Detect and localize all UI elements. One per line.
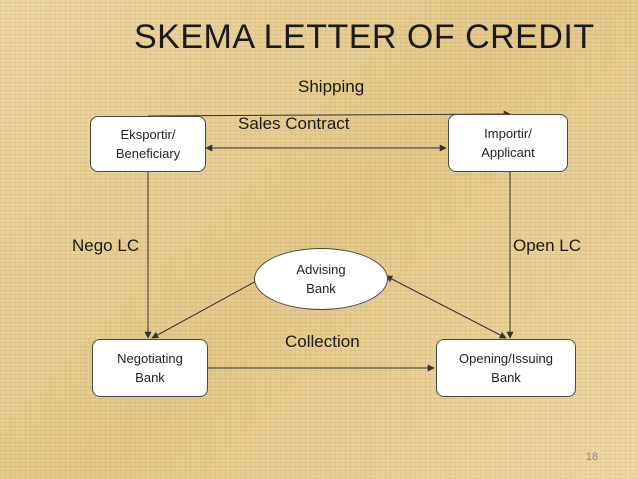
node-negotiating-bank: Negotiating Bank bbox=[92, 339, 208, 397]
label-shipping: Shipping bbox=[298, 77, 365, 96]
label-collection: Collection bbox=[285, 332, 360, 351]
node-advising-bank: Advising Bank bbox=[254, 248, 388, 310]
node-advising-line1: Advising bbox=[296, 262, 346, 277]
edge-shipping bbox=[147, 110, 511, 118]
node-importer: Importir/ Applicant bbox=[448, 114, 568, 172]
label-open-lc: Open LC bbox=[513, 236, 582, 255]
node-negotiating-line1: Negotiating bbox=[117, 351, 183, 366]
node-exporter: Eksportir/ Beneficiary bbox=[90, 116, 206, 172]
node-issuing-line2: Bank bbox=[491, 370, 521, 385]
node-exporter-line2: Beneficiary bbox=[115, 146, 181, 161]
node-issuing-bank: Opening/Issuing Bank bbox=[436, 339, 576, 397]
label-sales-contract: Sales Contract bbox=[238, 114, 350, 133]
node-issuing-line1: Opening/Issuing bbox=[459, 351, 553, 366]
node-exporter-line1: Eksportir/ bbox=[120, 127, 176, 142]
edge-advising-to-negotiating bbox=[151, 279, 259, 339]
node-negotiating-line2: Bank bbox=[135, 370, 165, 385]
node-importer-line1: Importir/ bbox=[484, 126, 532, 141]
slide-title: SKEMA LETTER OF CREDIT bbox=[134, 18, 595, 56]
edge-issuing-advising bbox=[385, 275, 507, 339]
node-advising-line2: Bank bbox=[306, 281, 336, 296]
page-number: 18 bbox=[585, 451, 598, 463]
label-nego-lc: Nego LC bbox=[72, 236, 140, 255]
node-importer-line2: Applicant bbox=[481, 145, 535, 160]
